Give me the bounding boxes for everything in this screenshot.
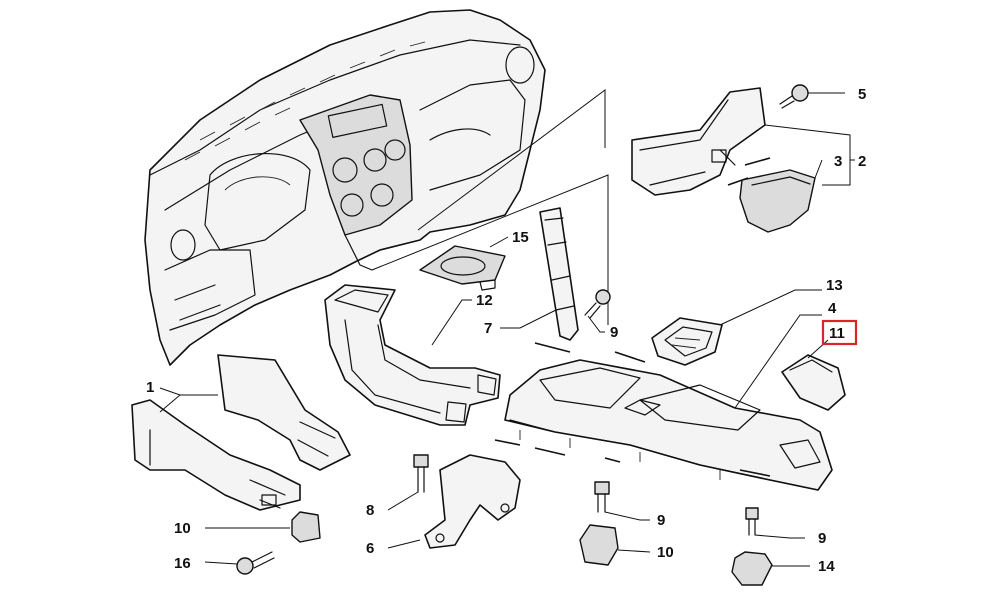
part-1-brackets <box>131 354 351 511</box>
part-5-screw <box>779 84 809 109</box>
part-9-bolt-lower <box>594 481 610 513</box>
callout-12: 12 <box>476 292 493 309</box>
callout-2: 2 <box>858 153 866 170</box>
part-10-clip-lower <box>579 524 619 566</box>
part-4-center-console <box>504 359 833 491</box>
part-7-pillar-trim <box>539 207 579 341</box>
part-9-screw-mid <box>584 289 611 319</box>
callout-8: 8 <box>366 502 374 519</box>
callout-14: 14 <box>818 558 835 575</box>
callout-labels: 5 3 2 15 13 12 4 7 9 11 1 8 9 10 9 6 10 … <box>146 86 866 575</box>
part-13-tray <box>651 317 723 366</box>
dashboard-assembly <box>144 9 546 366</box>
callout-3: 3 <box>834 153 842 170</box>
callout-9-lower: 9 <box>657 512 665 529</box>
part-11-cover <box>781 354 846 411</box>
callout-1: 1 <box>146 379 154 396</box>
callout-9-mid: 9 <box>610 324 618 341</box>
callout-10-lower: 10 <box>657 544 674 561</box>
part-10-clip-left <box>291 511 321 543</box>
part-14-clip <box>731 551 773 586</box>
callout-13: 13 <box>826 277 843 294</box>
callout-6: 6 <box>366 540 374 557</box>
callout-16: 16 <box>174 555 191 572</box>
callout-4: 4 <box>828 300 837 317</box>
part-12-air-duct <box>324 284 501 426</box>
callout-7: 7 <box>484 320 492 337</box>
callout-11: 11 <box>829 325 845 342</box>
part-2-3-side-trim <box>631 87 816 233</box>
part-15-bezel <box>419 245 506 291</box>
part-16-screw <box>236 551 275 575</box>
part-6-bracket <box>424 454 521 549</box>
highlight-box-11 <box>821 319 858 346</box>
part-8-bolt <box>413 454 429 493</box>
callout-10-left: 10 <box>174 520 191 537</box>
callout-5: 5 <box>858 86 866 103</box>
callout-9-right: 9 <box>818 530 826 547</box>
part-9-bolt-right <box>745 507 759 536</box>
callout-15: 15 <box>512 229 529 246</box>
